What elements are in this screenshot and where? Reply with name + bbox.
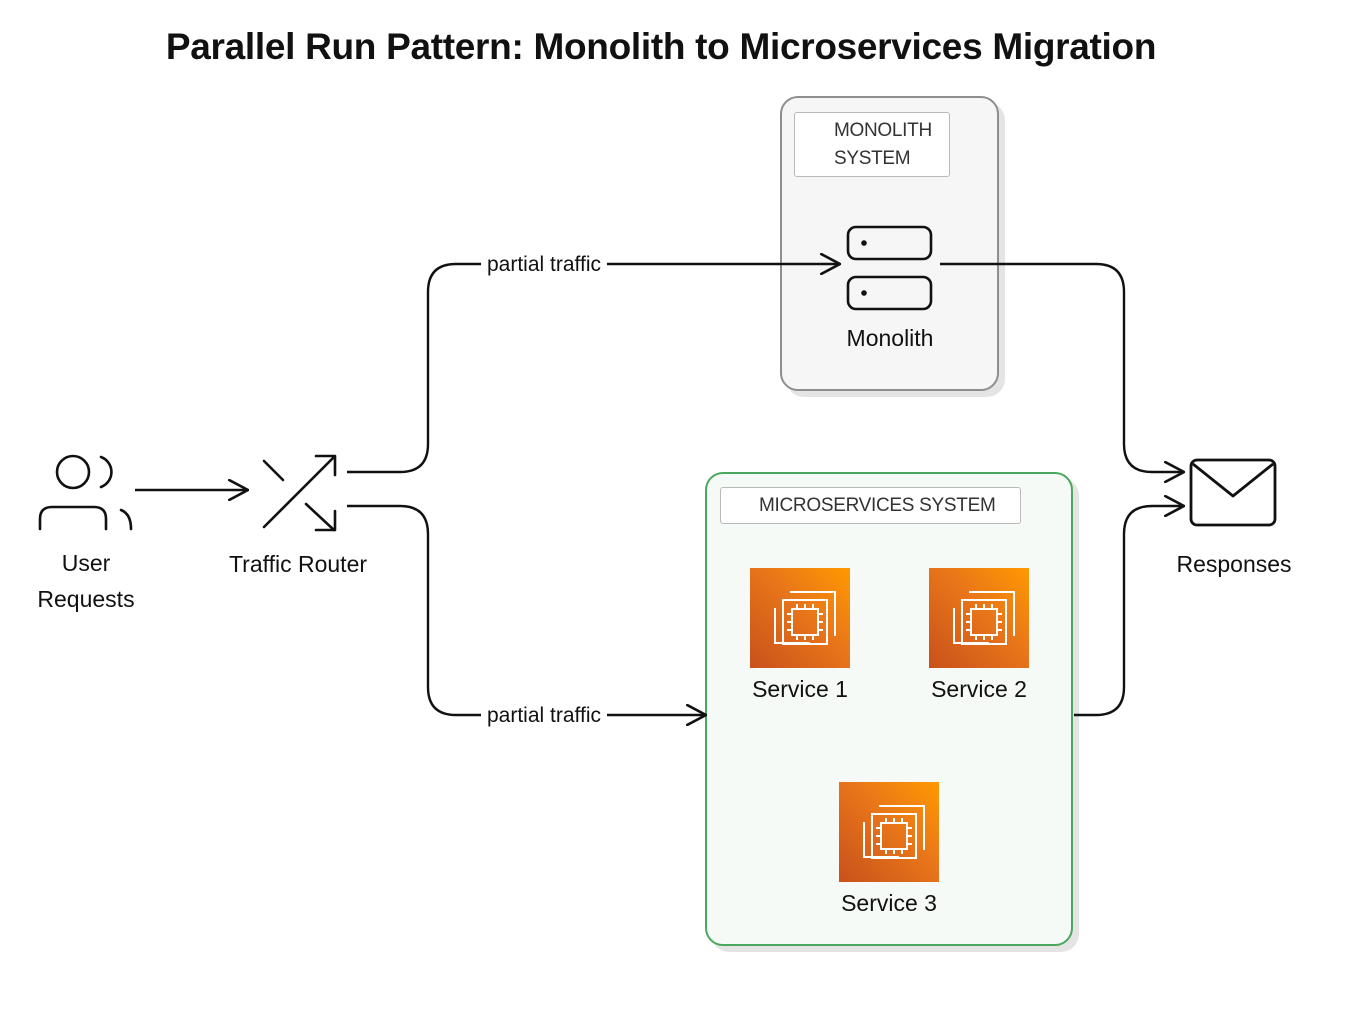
- monolith-system-label: MONOLITH SYSTEM: [794, 112, 950, 177]
- server-icon: [846, 225, 933, 311]
- edge-label-to-monolith: partial traffic: [481, 252, 607, 278]
- users-label: User Requests: [20, 545, 152, 617]
- shuffle-icon: [262, 454, 337, 532]
- monolith-label: Monolith: [846, 325, 934, 351]
- service-1-tile: [750, 568, 850, 668]
- service-3-label: Service 3: [841, 890, 937, 916]
- users-label-line2: Requests: [37, 586, 135, 612]
- users-label-line1: User: [61, 550, 111, 576]
- service-2-label: Service 2: [931, 676, 1027, 702]
- compute-instance-icon: [953, 591, 1015, 645]
- microservices-system-label-text: MICROSERVICES SYSTEM: [759, 494, 996, 516]
- monolith-system-label-line1: MONOLITH: [834, 120, 932, 141]
- service-2-tile: [929, 568, 1029, 668]
- edge-label-to-microservices: partial traffic: [481, 703, 607, 729]
- service-1-label: Service 1: [752, 676, 848, 702]
- responses-label: Responses: [1176, 551, 1292, 577]
- compute-instance-icon: [863, 805, 925, 859]
- service-3-tile: [839, 782, 939, 882]
- envelope-icon: [1189, 458, 1277, 527]
- router-label: Traffic Router: [228, 551, 368, 577]
- monolith-system-label-line2: SYSTEM: [834, 148, 911, 169]
- edge-router-to-monolith: [347, 264, 840, 474]
- edge-monolith-to-responses: [940, 262, 1184, 472]
- users-icon: [38, 454, 133, 531]
- edge-router-to-microservices: [347, 504, 706, 715]
- compute-instance-icon: [774, 591, 836, 645]
- edge-microservices-to-responses: [1074, 506, 1184, 717]
- diagram-title: Parallel Run Pattern: Monolith to Micros…: [165, 26, 1157, 67]
- microservices-system-label: MICROSERVICES SYSTEM: [720, 487, 1021, 524]
